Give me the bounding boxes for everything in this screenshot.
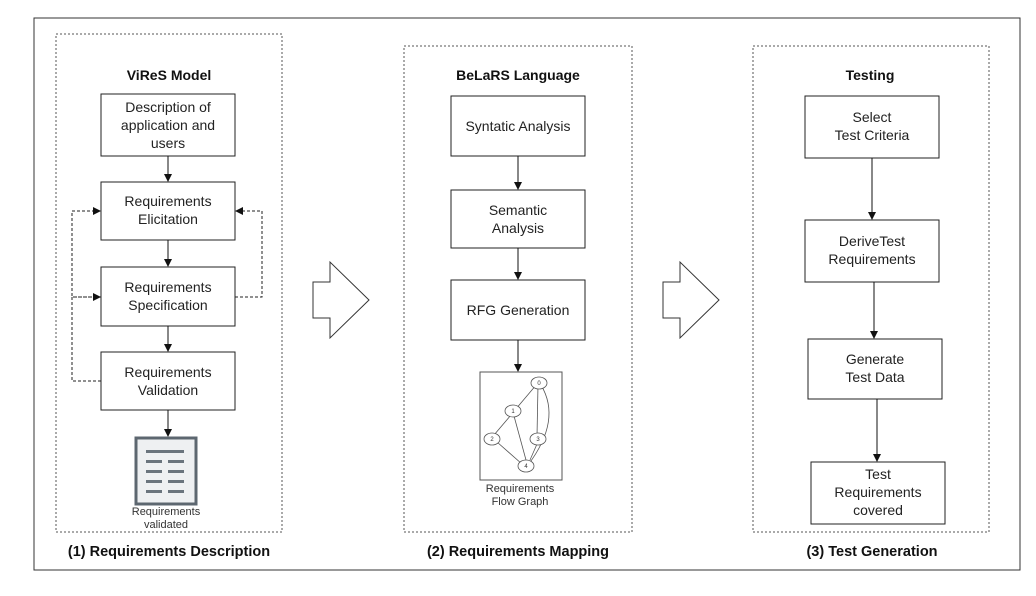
feedback-spec-to-elicitation-right — [235, 207, 263, 298]
graph-label-line-1: Requirements — [486, 483, 555, 495]
panel-3-caption: (3) Test Generation — [806, 544, 937, 560]
panel-1-border — [55, 33, 283, 533]
doc-label-line-2: validated — [144, 519, 188, 531]
graph-label-line-2: Flow Graph — [492, 496, 549, 508]
panel-requirements-mapping: BeLaRS Language Syntatic Analysis Semant… — [403, 45, 633, 560]
elicitation-box-line-1: Requirements — [124, 193, 211, 209]
panel-2-caption: (2) Requirements Mapping — [427, 544, 609, 560]
derive-requirements-line-1: DeriveTest — [839, 233, 905, 249]
rfg-generation-text: RFG Generation — [467, 302, 570, 318]
panel-1-caption: (1) Requirements Description — [68, 544, 270, 560]
panel-requirements-description: ViReS Model Description of application a… — [55, 33, 283, 560]
description-box-line-3: users — [151, 135, 185, 151]
select-criteria-box — [804, 95, 940, 159]
document-icon — [134, 436, 198, 506]
validation-box-line-1: Requirements — [124, 364, 211, 380]
specification-box-line-2: Specification — [128, 297, 207, 313]
derive-requirements-box — [804, 219, 940, 283]
description-box — [100, 93, 236, 157]
panel-2-border — [403, 45, 633, 533]
select-criteria-line-1: Select — [853, 109, 892, 125]
panel-2-title: BeLaRS Language — [456, 67, 580, 83]
semantic-analysis-line-2: Analysis — [492, 220, 544, 236]
graph-node-3: 3 — [536, 437, 540, 443]
semantic-analysis-box — [450, 189, 586, 249]
flow-arrow-1 — [312, 260, 370, 340]
doc-label-line-1: Requirements — [132, 506, 201, 518]
requirements-covered-line-1: Test — [865, 466, 891, 482]
generate-test-data-line-2: Test Data — [845, 369, 904, 385]
graph-node-1: 1 — [511, 409, 515, 415]
validation-box — [100, 351, 236, 411]
semantic-analysis-line-1: Semantic — [489, 202, 547, 218]
panel-3-border — [752, 45, 990, 533]
syntatic-analysis-box — [450, 95, 586, 157]
syntatic-analysis-text: Syntatic Analysis — [465, 118, 570, 134]
requirements-covered-line-2: Requirements — [834, 484, 921, 500]
derive-requirements-line-2: Requirements — [828, 251, 915, 267]
elicitation-box-line-2: Elicitation — [138, 211, 198, 227]
rfg-generation-box — [450, 279, 586, 341]
flow-graph-image: 0 1 2 3 4 — [479, 371, 563, 481]
specification-box-line-1: Requirements — [124, 279, 211, 295]
graph-node-0: 0 — [537, 381, 541, 387]
select-criteria-line-2: Test Criteria — [835, 127, 910, 143]
requirements-covered-box — [810, 461, 946, 525]
generate-test-data-line-1: Generate — [846, 351, 905, 367]
requirements-covered-line-3: covered — [853, 502, 903, 518]
panel-test-generation: Testing Select Test Criteria DeriveTest … — [752, 45, 990, 560]
feedback-validation-to-spec-left — [71, 293, 101, 382]
feedback-spec-to-elicitation-left — [71, 207, 101, 298]
panel-3-title: Testing — [846, 67, 895, 83]
graph-node-2: 2 — [490, 437, 494, 443]
description-box-line-2: application and — [121, 117, 215, 133]
elicitation-box — [100, 181, 236, 241]
outer-frame — [33, 17, 1021, 571]
validation-box-line-2: Validation — [138, 382, 198, 398]
generate-test-data-box — [807, 338, 943, 400]
graph-node-4: 4 — [524, 464, 528, 470]
description-box-line-1: Description of — [125, 99, 211, 115]
panel-1-title: ViReS Model — [127, 67, 212, 83]
flow-arrow-2 — [662, 260, 720, 340]
